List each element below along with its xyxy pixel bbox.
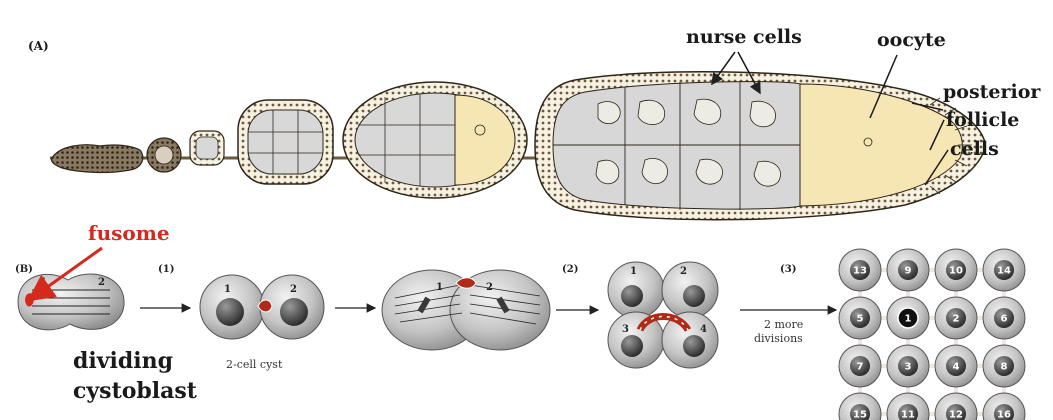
- two-cell-cyst-label: 2-cell cyst: [226, 358, 283, 371]
- early-egg-chamber-2: [190, 131, 224, 165]
- cyst-cell-number: 7: [857, 362, 864, 373]
- egg-chamber-stage-6: [343, 82, 527, 198]
- two-more-label: 2 more: [764, 318, 803, 331]
- panel-b-label: (B): [15, 264, 33, 275]
- panel-b: (B) 1 2 fusome dividing cystoblast (1): [15, 221, 1025, 420]
- cystoblast-num-2: 2: [98, 277, 105, 288]
- cyst-cell-number: 4: [953, 362, 960, 373]
- early-egg-chamber-1: [147, 138, 181, 172]
- cyst-cell-number: 15: [853, 410, 867, 420]
- cyst-cell-number: 10: [949, 266, 963, 277]
- cyst-cell-number: 16: [997, 410, 1011, 420]
- panel-a: (A): [28, 26, 1041, 220]
- cyst-cell-number: 6: [1001, 314, 1008, 325]
- cyst4-num-4: 4: [700, 324, 707, 335]
- cyst-cell-number: 12: [949, 410, 963, 420]
- follicle-label: follicle: [946, 109, 1019, 131]
- cyst-cell-number: 9: [905, 266, 912, 277]
- cyst-cell-number: 13: [853, 266, 867, 277]
- mitosis-num-1: 1: [436, 282, 443, 293]
- cyst4-num-3: 3: [622, 324, 629, 335]
- oocyte-label: oocyte: [877, 29, 946, 51]
- egg-chamber-stage-9: [535, 72, 985, 220]
- cyst4-num-2: 2: [680, 266, 687, 277]
- cyst-cell-number: 2: [953, 314, 960, 325]
- cyst-cell-number: 5: [857, 314, 864, 325]
- two-cell-cyst: 1 2: [200, 275, 324, 339]
- cyst-in-mitosis: 1 2: [382, 270, 550, 350]
- fusome-label: fusome: [88, 221, 170, 245]
- panel-a-label: (A): [28, 39, 49, 53]
- cyst4-num-1: 1: [630, 266, 637, 277]
- posterior-label: posterior: [943, 81, 1041, 103]
- dividing-label: dividing: [73, 348, 173, 374]
- mitosis-num-2: 2: [486, 282, 493, 293]
- divisions-label: divisions: [754, 332, 803, 345]
- cyst-cell-number: 8: [1001, 362, 1008, 373]
- egg-chamber-stage-3: [238, 100, 333, 184]
- step-1-label: (1): [158, 264, 174, 275]
- cyst2-num-1: 1: [224, 284, 231, 295]
- cells-label: cells: [950, 138, 999, 160]
- cyst-cell-number: 3: [905, 362, 912, 373]
- step-3-label: (3): [780, 264, 796, 275]
- germarium: [52, 145, 143, 173]
- dividing-cystoblast: 1 2: [18, 274, 124, 330]
- cyst2-num-2: 2: [290, 284, 297, 295]
- cystoblast-label: cystoblast: [73, 378, 198, 404]
- four-cell-cyst: 1 2 3 4: [608, 262, 718, 368]
- cyst-cell-number: 11: [901, 410, 915, 420]
- step-2-label: (2): [562, 264, 578, 275]
- cyst-cell-number: 1: [905, 314, 912, 325]
- cyst-cell-number: 14: [997, 266, 1011, 277]
- nurse-cells-label: nurse cells: [686, 26, 802, 48]
